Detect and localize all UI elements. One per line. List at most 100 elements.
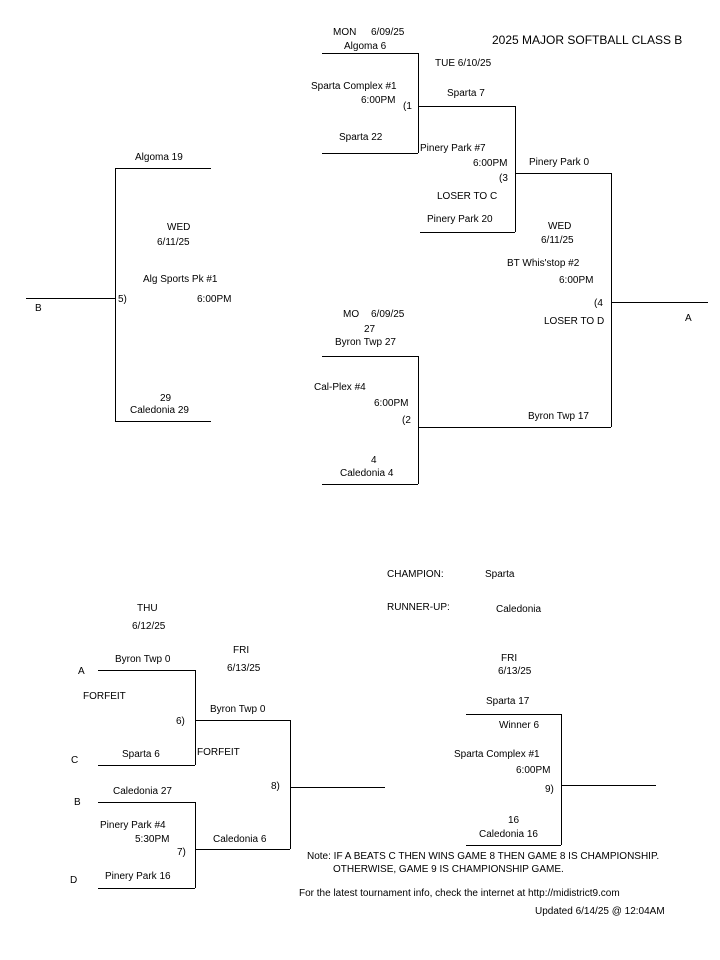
bracket-line bbox=[466, 845, 561, 846]
winner-label: A bbox=[685, 313, 692, 324]
game-venue: Pinery Park #4 bbox=[100, 820, 166, 831]
website-note: For the latest tournament info, check th… bbox=[299, 888, 620, 899]
team-bottom: Byron Twp 17 bbox=[528, 411, 589, 422]
game-number: 8) bbox=[271, 781, 280, 792]
bracket-line bbox=[115, 168, 211, 169]
forfeit-note: FORFEIT bbox=[83, 691, 126, 702]
team-bottom: Pinery Park 16 bbox=[105, 871, 171, 882]
game-date: 6/11/25 bbox=[541, 235, 574, 246]
game-date: 6/12/25 bbox=[132, 621, 166, 632]
team-top: Byron Twp 0 bbox=[210, 704, 266, 715]
game-number: 6) bbox=[176, 716, 185, 727]
game-venue: Sparta Complex #1 bbox=[454, 749, 540, 760]
winner-note: Winner 6 bbox=[499, 720, 540, 731]
game-venue: Alg Sports Pk #1 bbox=[143, 274, 218, 285]
game-day: WED bbox=[548, 221, 572, 232]
game-number: 5) bbox=[118, 294, 127, 305]
game-number: (1 bbox=[403, 101, 412, 112]
bracket-line bbox=[98, 765, 195, 766]
score-bottom: 29 bbox=[160, 393, 172, 404]
game-number: (3 bbox=[499, 173, 508, 184]
game-day: FRI bbox=[233, 645, 250, 656]
winner-label: B bbox=[35, 303, 42, 314]
team-top: Caledonia 27 bbox=[113, 786, 172, 797]
game-day: FRI bbox=[501, 653, 518, 664]
page-title: 2025 MAJOR SOFTBALL CLASS B bbox=[492, 33, 683, 47]
game-time: 6:00PM bbox=[361, 95, 396, 106]
game-time: 6:00PM bbox=[516, 765, 551, 776]
bracket-line bbox=[322, 356, 418, 357]
bracket-line bbox=[611, 302, 708, 303]
bracket-line bbox=[418, 356, 419, 484]
game-date: 6/09/25 bbox=[371, 27, 405, 38]
team-bottom: Pinery Park 20 bbox=[427, 214, 493, 225]
game-number: 9) bbox=[545, 784, 554, 795]
team-bottom: Sparta 22 bbox=[339, 132, 383, 143]
bracket-line bbox=[195, 670, 196, 765]
game-day: MON bbox=[333, 27, 357, 38]
game-time: 6:00PM bbox=[374, 398, 409, 409]
seed-label: A bbox=[78, 666, 85, 677]
game-venue: Pinery Park #7 bbox=[420, 143, 486, 154]
championship-note: Note: IF A BEATS C THEN WINS GAME 8 THEN… bbox=[307, 851, 660, 862]
bracket-line bbox=[418, 427, 611, 428]
seed-label: B bbox=[74, 797, 81, 808]
game-number: 7) bbox=[177, 847, 186, 858]
bracket-line bbox=[561, 785, 656, 786]
game-venue: BT Whis'stop #2 bbox=[507, 258, 580, 269]
team-bottom: Sparta 6 bbox=[122, 749, 160, 760]
loser-note: LOSER TO D bbox=[544, 316, 605, 327]
game-date: 6/13/25 bbox=[227, 663, 261, 674]
game-day: MO bbox=[343, 309, 360, 320]
team-bottom: Caledonia 4 bbox=[340, 468, 394, 479]
team-bottom: Caledonia 16 bbox=[479, 829, 538, 840]
game-date: 6/11/25 bbox=[157, 237, 190, 248]
game-time: 6:00PM bbox=[197, 294, 232, 305]
team-top: Sparta 17 bbox=[486, 696, 530, 707]
team-top: Sparta 7 bbox=[447, 88, 485, 99]
game-number: (2 bbox=[402, 415, 411, 426]
bracket-line bbox=[466, 714, 561, 715]
bracket-line bbox=[322, 484, 418, 485]
seed-label: C bbox=[71, 755, 79, 766]
team-bottom: Caledonia 29 bbox=[130, 405, 189, 416]
seed-label: D bbox=[70, 875, 78, 886]
bracket-line bbox=[515, 173, 611, 174]
score-bottom: 4 bbox=[371, 455, 377, 466]
bracket-line bbox=[420, 232, 515, 233]
forfeit-note: FORFEIT bbox=[197, 747, 240, 758]
bracket-line bbox=[418, 53, 419, 153]
game-day: WED bbox=[167, 222, 191, 233]
game-time: 6:00PM bbox=[473, 158, 508, 169]
bracket-line bbox=[195, 802, 196, 888]
runner-up-value: Caledonia bbox=[496, 604, 542, 615]
score-bottom: 16 bbox=[508, 815, 520, 826]
game-date: 6/09/25 bbox=[371, 309, 405, 320]
game-venue: Cal-Plex #4 bbox=[314, 382, 366, 393]
game-day-date: TUE 6/10/25 bbox=[435, 58, 492, 69]
bracket-line bbox=[115, 421, 211, 422]
team-top: Pinery Park 0 bbox=[529, 157, 590, 168]
champion-label: CHAMPION: bbox=[387, 569, 444, 580]
bracket-line bbox=[418, 106, 515, 107]
bracket-line bbox=[561, 714, 562, 845]
team-top: Algoma 6 bbox=[344, 41, 387, 52]
championship-note-2: OTHERWISE, GAME 9 IS CHAMPIONSHIP GAME. bbox=[333, 864, 564, 875]
bracket-line bbox=[290, 720, 291, 849]
updated-timestamp: Updated 6/14/25 @ 12:04AM bbox=[535, 906, 665, 917]
game-number: (4 bbox=[594, 298, 603, 309]
bracket-line bbox=[98, 888, 195, 889]
champion-value: Sparta bbox=[485, 569, 515, 580]
team-top: Byron Twp 27 bbox=[335, 337, 396, 348]
bracket-line bbox=[611, 173, 612, 427]
game-venue: Sparta Complex #1 bbox=[311, 81, 397, 92]
bracket-line bbox=[98, 670, 195, 671]
bracket-line bbox=[290, 787, 385, 788]
team-top: Algoma 19 bbox=[135, 152, 183, 163]
bracket-line bbox=[195, 849, 290, 850]
loser-note: LOSER TO C bbox=[437, 191, 498, 202]
game-day: THU bbox=[137, 603, 158, 614]
score-top: 27 bbox=[364, 324, 376, 335]
bracket-line bbox=[26, 298, 115, 299]
team-top: Byron Twp 0 bbox=[115, 654, 171, 665]
